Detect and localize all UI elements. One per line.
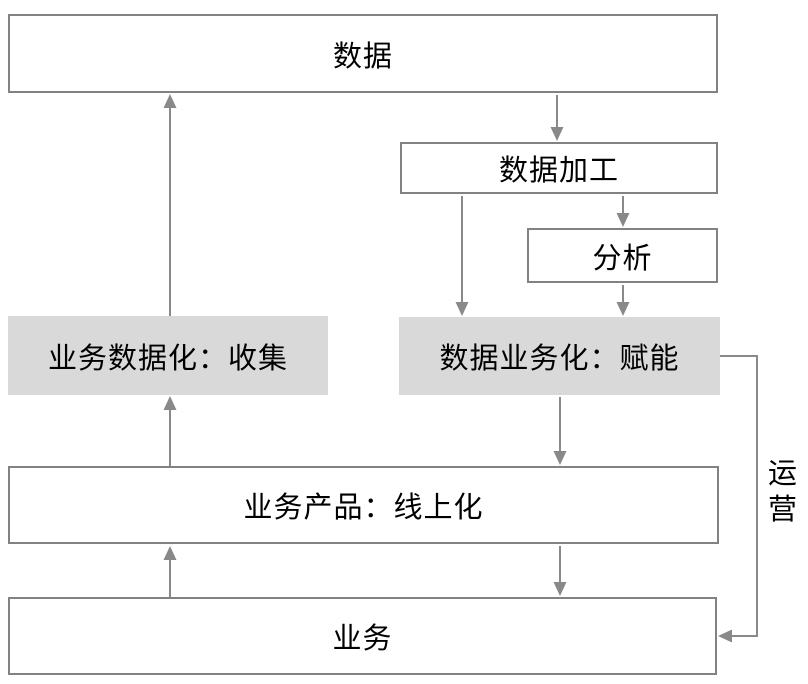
node-data-processing-label: 数据加工 xyxy=(498,155,619,187)
node-business-label: 业务 xyxy=(332,623,393,655)
arrow-processing-to-empowerment xyxy=(455,196,469,316)
node-data: 数据 xyxy=(8,14,718,93)
node-business-datafication-collection: 业务数据化：收集 xyxy=(8,316,328,395)
node-collection-label: 业务数据化：收集 xyxy=(47,342,288,375)
node-empowerment-label: 数据业务化：赋能 xyxy=(439,343,680,375)
node-data-label: 数据 xyxy=(332,40,393,73)
arrow-empowerment-to-business-operation-loop xyxy=(718,355,758,643)
node-data-processing: 数据加工 xyxy=(400,142,718,194)
node-business-product-online: 业务产品：线上化 xyxy=(8,466,719,544)
node-product-label: 业务产品：线上化 xyxy=(243,492,484,524)
arrow-product-to-collection xyxy=(163,396,177,466)
arrow-data-to-processing xyxy=(550,95,564,141)
arrow-empowerment-to-product xyxy=(553,397,567,465)
arrow-product-to-business xyxy=(553,546,567,596)
operation-label: 运营 xyxy=(768,458,798,526)
arrow-collection-to-data xyxy=(163,94,177,316)
node-data-businessization-empowerment: 数据业务化：赋能 xyxy=(399,317,720,395)
node-analysis: 分析 xyxy=(527,228,718,283)
node-analysis-label: 分析 xyxy=(592,242,653,275)
arrow-business-to-product xyxy=(163,546,177,597)
arrow-analysis-to-empowerment xyxy=(616,285,630,316)
arrow-processing-to-analysis xyxy=(616,196,630,227)
node-business: 业务 xyxy=(8,597,717,675)
